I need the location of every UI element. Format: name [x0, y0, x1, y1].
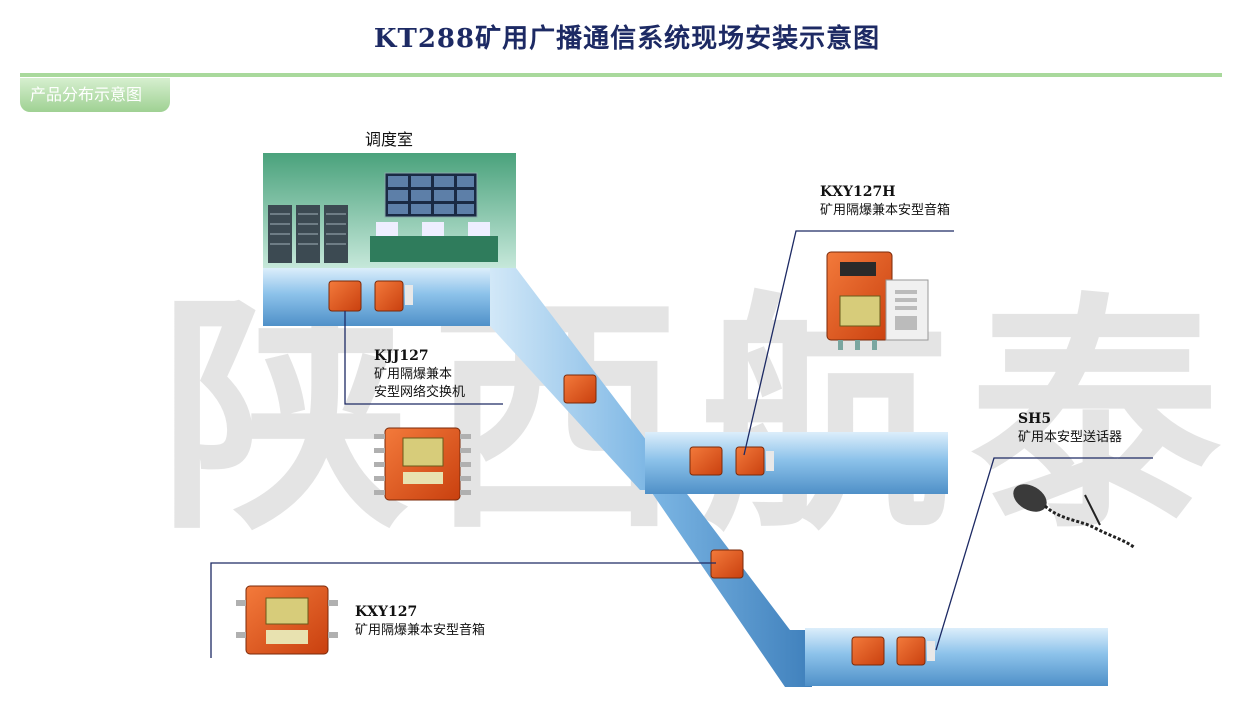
kxy127h-model: KXY127H: [820, 184, 896, 200]
kxy127-model: KXY127: [355, 604, 418, 620]
video-wall: [384, 172, 478, 218]
sh5-model: SH5: [1018, 411, 1052, 427]
kjj127-switch-image: [374, 427, 471, 501]
server-racks: [268, 205, 348, 263]
kjj127-line2: 安型网络交换机: [374, 385, 466, 400]
kxy127-label: KXY127 矿用隔爆兼本安型音箱: [355, 603, 485, 640]
sh5-microphone-image: [1013, 484, 1136, 550]
kxy127-name: 矿用隔爆兼本安型音箱: [355, 623, 486, 638]
kxy127-speaker-image: [236, 585, 338, 655]
title-divider: [20, 73, 1222, 77]
kxy127h-name: 矿用隔爆兼本安型音箱: [820, 203, 951, 218]
callout-lines: [210, 230, 1153, 658]
sh5-label: SH5 矿用本安型送话器: [1018, 410, 1122, 447]
kxy127h-label: KXY127H 矿用隔爆兼本安型音箱: [820, 183, 950, 220]
kjj127-label: KJJ127 矿用隔爆兼本 安型网络交换机: [374, 347, 465, 402]
console-desks: [370, 222, 498, 262]
kjj127-line1: 矿用隔爆兼本: [374, 367, 453, 382]
section-tab[interactable]: 产品分布示意图: [20, 78, 170, 112]
page-title: KT288矿用广播通信系统现场安装示意图: [373, 24, 881, 54]
tunnel-devices: [328, 280, 935, 666]
dispatch-room-label: 调度室: [365, 130, 414, 149]
kxy127h-speaker-image: [826, 251, 929, 350]
dispatch-room: [263, 153, 516, 268]
sh5-name: 矿用本安型送话器: [1018, 430, 1123, 445]
kjj127-model: KJJ127: [374, 348, 429, 364]
